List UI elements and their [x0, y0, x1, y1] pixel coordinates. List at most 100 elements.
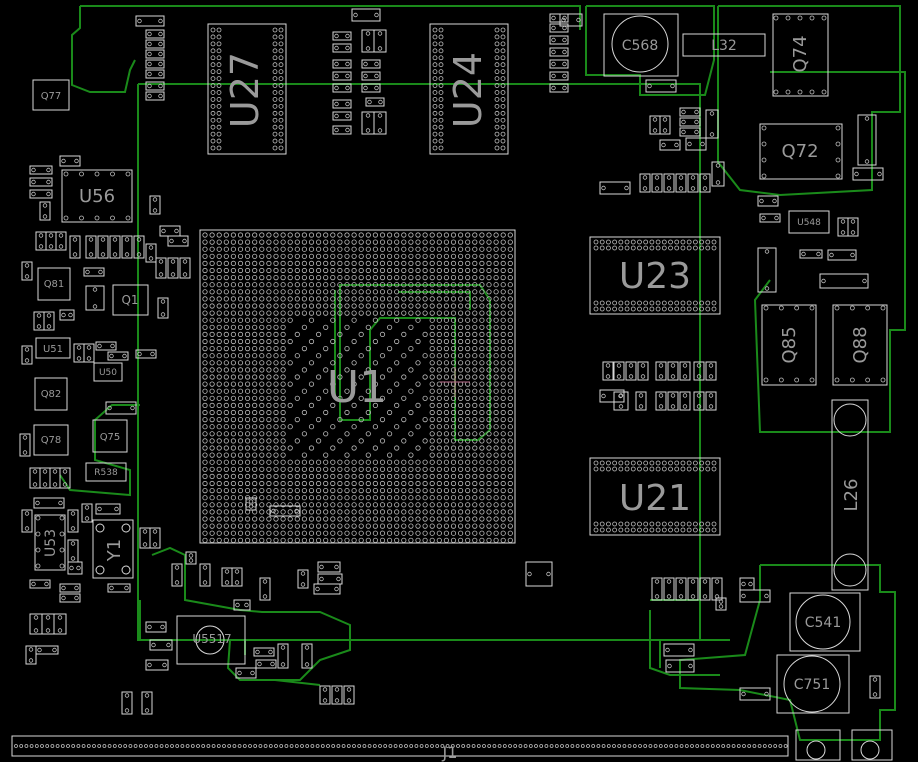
u24-ic[interactable]: U24	[429, 23, 509, 155]
passive-part	[33, 497, 65, 509]
passive-part	[559, 13, 583, 27]
passive-part	[663, 173, 675, 193]
passive-part	[675, 173, 687, 193]
q1-label: Q1	[121, 293, 138, 307]
q1-transistor[interactable]: Q1	[112, 284, 149, 316]
passive-part	[685, 137, 707, 151]
q77-transistor[interactable]: Q77	[32, 79, 70, 111]
passive-part	[361, 59, 381, 69]
passive-part	[59, 593, 81, 603]
c751-capacitor[interactable]: C751	[776, 654, 850, 714]
u21-ic[interactable]: U21	[589, 457, 721, 536]
passive-part	[145, 59, 165, 69]
q81-transistor[interactable]: Q81	[37, 267, 71, 301]
passive-part	[149, 195, 161, 215]
passive-part	[373, 111, 387, 135]
j1-connector[interactable]: J1	[11, 735, 789, 762]
passive-part	[799, 249, 823, 259]
passive-part	[301, 643, 313, 669]
trace-lower-mid	[139, 600, 661, 668]
l32-inductor[interactable]: L32	[682, 33, 766, 57]
passive-part	[233, 599, 251, 611]
passive-part	[651, 577, 663, 601]
passive-part	[319, 685, 331, 705]
u50-ic[interactable]: U50	[93, 362, 123, 382]
passive-part	[107, 351, 129, 361]
passive-part	[171, 563, 183, 587]
q88-transistor[interactable]: Q88	[832, 304, 888, 386]
passive-part	[679, 127, 701, 137]
passive-part	[332, 43, 352, 53]
passive-part	[687, 577, 699, 601]
c568-capacitor[interactable]: C568	[603, 13, 679, 77]
q78-transistor[interactable]: Q78	[33, 424, 69, 456]
q75-transistor[interactable]: Q75	[92, 419, 128, 453]
u1-bga[interactable]: U1	[199, 229, 516, 544]
u56-ic[interactable]: U56	[61, 169, 133, 223]
trace-bottom-right	[679, 564, 896, 741]
u27-ic[interactable]: U27	[207, 23, 287, 155]
u1-label: U1	[327, 362, 387, 413]
u51-label: U51	[43, 344, 63, 355]
passive-part	[625, 361, 637, 381]
u53-ic[interactable]: U53	[34, 514, 66, 571]
passive-part	[145, 91, 165, 101]
passive-part	[145, 659, 169, 671]
q81-label: Q81	[44, 279, 65, 290]
c568-label: C568	[622, 38, 659, 54]
r538-resistor[interactable]: R538	[85, 462, 127, 482]
passive-part	[25, 645, 37, 665]
passive-part	[739, 589, 771, 603]
passive-part	[53, 613, 67, 635]
u50-label: U50	[99, 368, 117, 378]
q72-transistor[interactable]: Q72	[759, 123, 843, 180]
trace-left-loop	[59, 404, 140, 497]
passive-part	[373, 29, 387, 53]
q74-transistor[interactable]: Q74	[772, 13, 829, 97]
q75-label: Q75	[100, 432, 121, 443]
l26-label: L26	[841, 479, 862, 512]
q85-transistor[interactable]: Q85	[761, 304, 817, 386]
passive-part	[332, 125, 352, 135]
passive-part	[83, 343, 95, 363]
q82-transistor[interactable]: Q82	[34, 377, 68, 411]
passive-part	[259, 577, 271, 601]
q85-label: Q85	[779, 326, 800, 363]
passive-part	[852, 167, 884, 181]
passive-part	[55, 231, 67, 251]
passive-part	[599, 181, 631, 195]
passive-part	[663, 577, 675, 601]
passive-part	[109, 235, 121, 259]
y1-label: Y1	[104, 539, 125, 562]
passive-part	[659, 115, 671, 135]
u548-ic[interactable]: U548	[788, 210, 830, 234]
passive-part	[95, 341, 117, 351]
passive-part	[59, 583, 81, 593]
u5517-label: U5517	[192, 632, 231, 646]
passive-part	[655, 391, 667, 411]
passive-part	[739, 577, 755, 591]
passive-part	[67, 509, 79, 533]
passive-part	[693, 391, 705, 411]
passive-part	[667, 361, 679, 381]
l26-inductor[interactable]: L26	[831, 399, 869, 591]
u53-label: U53	[43, 529, 59, 557]
passive-part	[711, 577, 723, 601]
passive-part	[635, 391, 647, 411]
passive-part	[827, 249, 857, 261]
u51-ic[interactable]: U51	[35, 337, 71, 359]
y1-crystal[interactable]: Y1	[92, 519, 134, 579]
passive-part	[69, 235, 81, 259]
passive-part	[145, 29, 165, 39]
passive-part	[317, 561, 341, 573]
trace-lower-left	[151, 546, 351, 681]
passive-part	[599, 389, 625, 403]
passive-part	[739, 687, 771, 701]
passive-part	[361, 83, 381, 93]
passive-part	[21, 345, 33, 365]
c541-capacitor[interactable]: C541	[789, 592, 861, 652]
passive-part	[549, 71, 569, 81]
u5517-ic[interactable]: U5517	[176, 615, 246, 665]
u21-label: U21	[619, 478, 691, 519]
u23-ic[interactable]: U23	[589, 236, 721, 315]
